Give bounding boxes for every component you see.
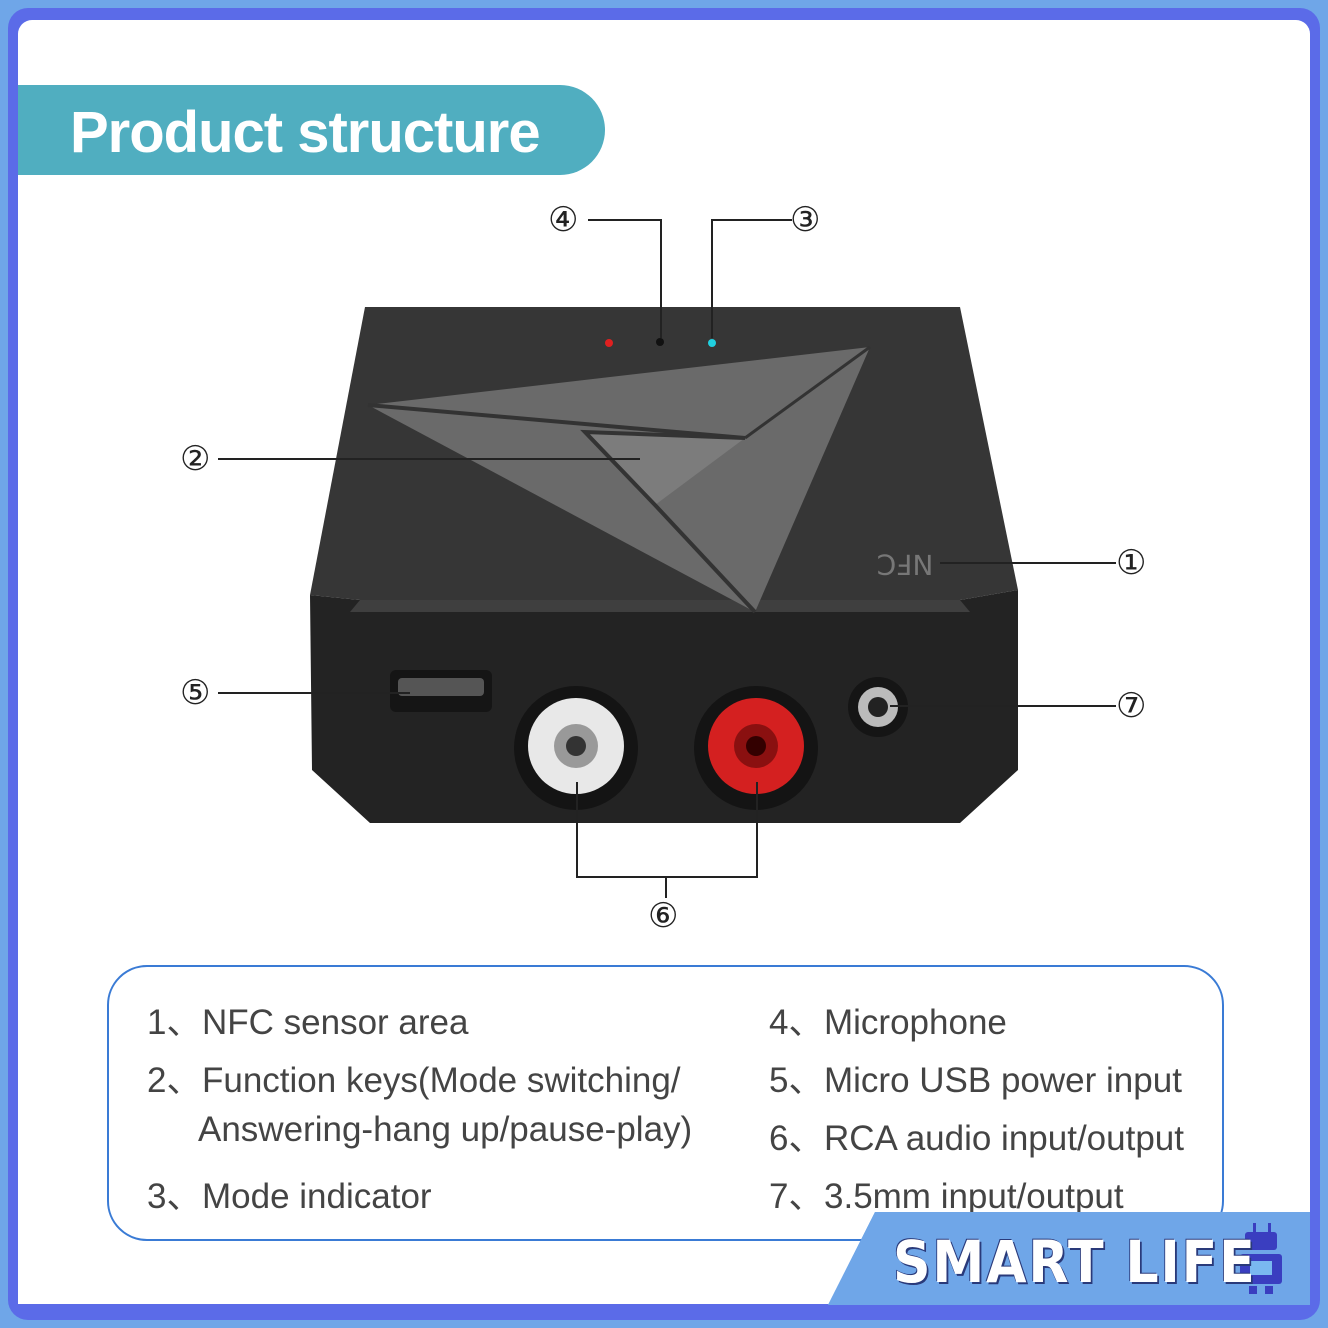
legend-item-7: 7、3.5mm input/output	[769, 1177, 1124, 1216]
callout-5: ⑤	[180, 673, 211, 713]
callout-4: ④	[548, 200, 579, 240]
nfc-label: NFC	[877, 548, 934, 581]
legend-box	[107, 965, 1224, 1241]
legend-item-4: 4、Microphone	[769, 1003, 1007, 1042]
callout-2: ②	[180, 439, 211, 479]
legend-item-2-cont: Answering-hang up/pause-play)	[198, 1110, 693, 1149]
brand-logo: SMART LIFE	[893, 1228, 1257, 1296]
title-banner: Product structure	[18, 85, 605, 175]
microphone-hole	[656, 338, 664, 346]
callout-6: ⑥	[648, 896, 679, 936]
led-cyan	[708, 339, 716, 347]
legend-item-5: 5、Micro USB power input	[769, 1061, 1182, 1100]
callout-1: ①	[1116, 543, 1147, 583]
callout-3: ③	[790, 200, 821, 240]
legend-item-2: 2、Function keys(Mode switching/	[147, 1061, 681, 1100]
led-red	[605, 339, 613, 347]
device-front	[310, 590, 1018, 823]
function-key	[368, 347, 870, 612]
legend-item-1: 1、NFC sensor area	[147, 1003, 469, 1042]
legend-item-6: 6、RCA audio input/output	[769, 1119, 1184, 1158]
page-title: Product structure	[70, 100, 541, 165]
legend-item-3: 3、Mode indicator	[147, 1177, 432, 1216]
callout-7: ⑦	[1116, 686, 1147, 726]
